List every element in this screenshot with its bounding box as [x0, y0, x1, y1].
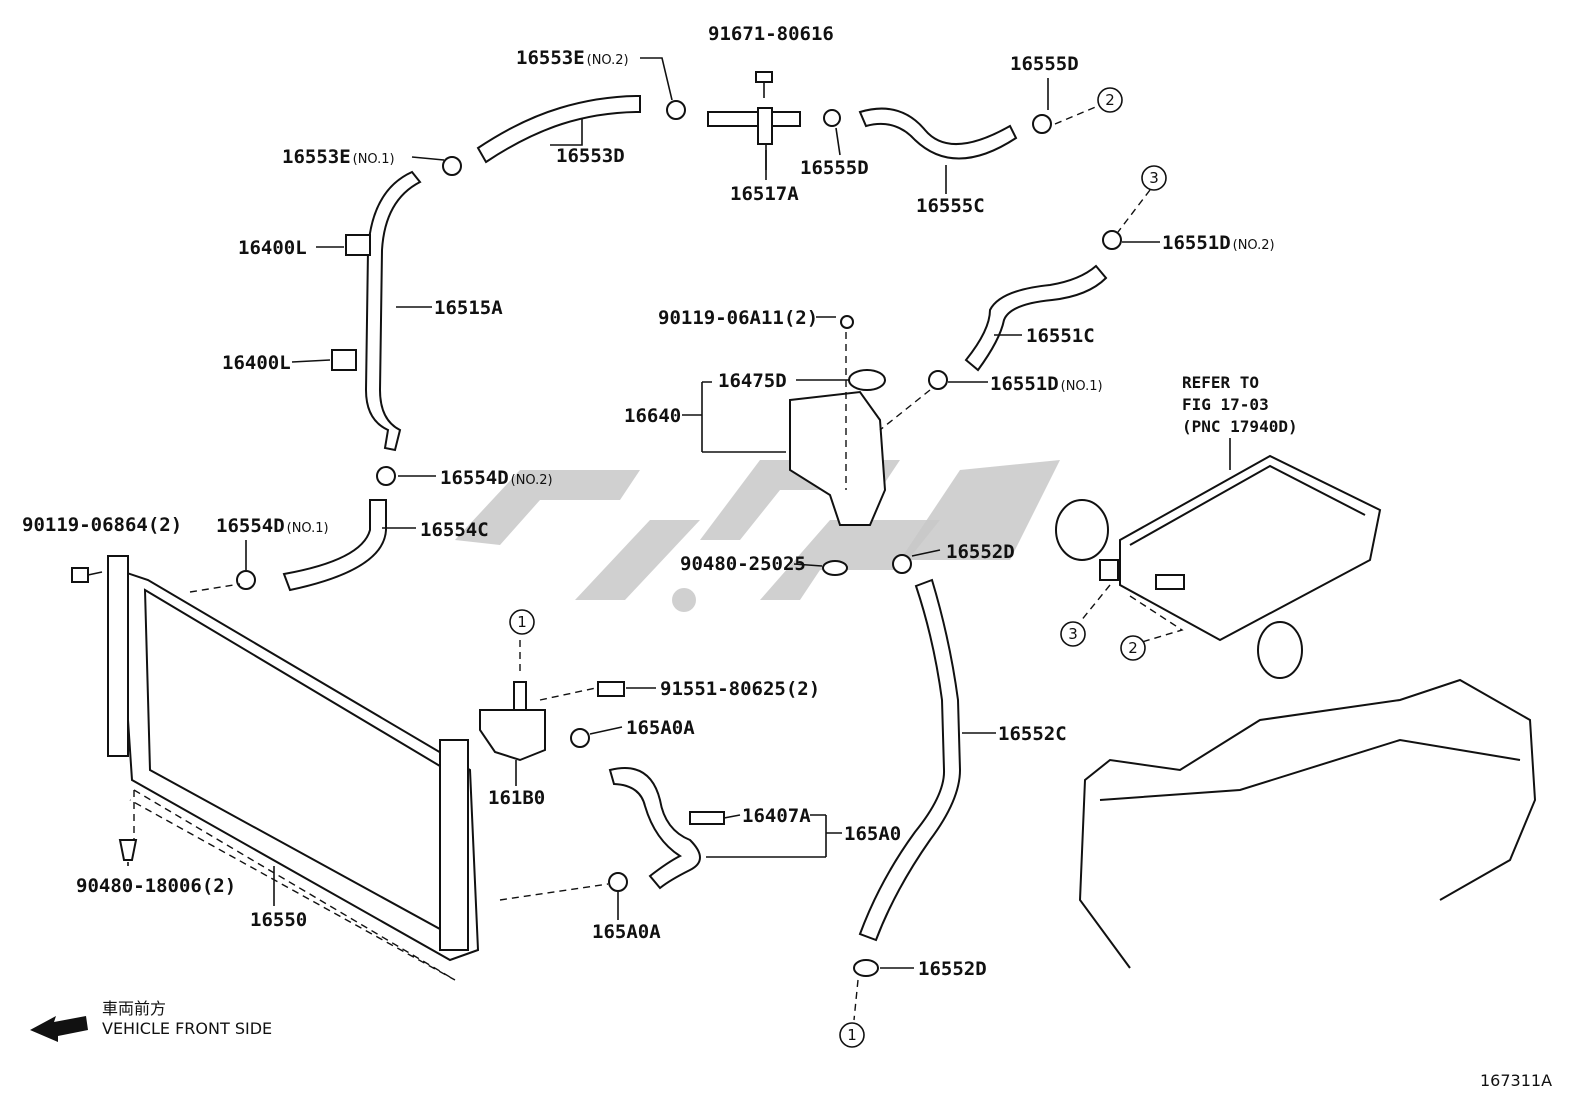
clamp-16555D-mid: [823, 109, 841, 127]
part-labels: 16553E(NO.2) 91671-80616 16555D 16553E(N…: [22, 23, 1275, 980]
label-16515A: 16515A: [434, 297, 503, 319]
svg-text:1: 1: [847, 1026, 857, 1044]
hose-165A0: [608, 767, 701, 890]
reservoir-tank-16640: [789, 315, 887, 526]
svg-text:1: 1: [517, 613, 527, 631]
plug-90480-25025: [822, 560, 848, 576]
label-16553E-no2: 16553E(NO.2): [516, 47, 629, 69]
pump-161B0: [479, 681, 546, 762]
clamp-16553E-no2: [666, 100, 686, 120]
reference-note: REFER TO FIG 17-03 (PNC 17940D): [1182, 373, 1298, 436]
clamp-165A0A-top: [570, 728, 590, 748]
marker-1-top: 1: [509, 609, 535, 635]
label-161B0: 161B0: [488, 787, 545, 809]
label-90119-06A11: 90119-06A11(2): [658, 307, 818, 329]
clamp-16551D-no2: [1102, 230, 1122, 250]
clamp-16555D-top: [1032, 114, 1052, 134]
marker-1-bot: 1: [839, 1022, 865, 1048]
label-90480-25025: 90480-25025: [680, 553, 806, 575]
label-16553E-no1: 16553E(NO.1): [282, 146, 395, 168]
reference-line-1: REFER TO: [1182, 373, 1259, 392]
label-16554C: 16554C: [420, 519, 489, 541]
dashed-connections: [129, 105, 1184, 1021]
label-16555D-top: 16555D: [1010, 53, 1079, 75]
legend-english: VEHICLE FRONT SIDE: [102, 1019, 272, 1038]
label-165A0A-bot: 165A0A: [592, 921, 661, 943]
plug-90480-18006: [118, 839, 138, 861]
label-91671-80616: 91671-80616: [708, 23, 834, 45]
clamp-16553E-no1: [442, 156, 462, 176]
legend-japanese: 車両前方: [102, 999, 166, 1018]
label-16552C: 16552C: [998, 723, 1067, 745]
clip-16400L-bot: [331, 349, 357, 371]
marker-2-top: 2: [1097, 87, 1123, 113]
clamp-16554D-no2: [376, 466, 396, 486]
hose-16555C: [858, 107, 1018, 160]
label-16517A: 16517A: [730, 183, 799, 205]
pipe-16517A: [707, 107, 801, 170]
marker-3-top: 3: [1141, 165, 1167, 191]
svg-text:2: 2: [1105, 91, 1115, 109]
reference-line-3: (PNC 17940D): [1182, 417, 1298, 436]
hose-16551C: [964, 264, 1108, 372]
reference-line-2: FIG 17-03: [1182, 395, 1269, 414]
label-16400L-bot: 16400L: [222, 352, 291, 374]
label-16555C: 16555C: [916, 195, 985, 217]
label-16554D-no1: 16554D(NO.1): [216, 515, 329, 537]
label-165A0A-top: 165A0A: [626, 717, 695, 739]
hose-16515A: [364, 170, 422, 452]
svg-text:2: 2: [1128, 639, 1138, 657]
label-16551D-no2: 16551D(NO.2): [1162, 232, 1275, 254]
clamp-16552D-bot: [853, 959, 879, 977]
label-16551C: 16551C: [1026, 325, 1095, 347]
label-90480-18006: 90480-18006(2): [76, 875, 236, 897]
label-16550: 16550: [250, 909, 307, 931]
bolt-90119-06864: [71, 567, 103, 583]
label-91551-80625: 91551-80625(2): [660, 678, 820, 700]
clamp-16554D-no1: [236, 570, 256, 590]
label-16555D-mid: 16555D: [800, 157, 869, 179]
radiator-16550: [107, 555, 480, 962]
label-16551D-no1: 16551D(NO.1): [990, 373, 1103, 395]
label-16640: 16640: [624, 405, 681, 427]
hose-16554C: [282, 499, 387, 592]
leader-lines: [127, 57, 1231, 969]
label-16552D-top: 16552D: [946, 541, 1015, 563]
intercooler-assembly: [1055, 454, 1382, 679]
hose-16552C: [858, 578, 962, 942]
label-16554D-no2: 16554D(NO.2): [440, 467, 553, 489]
marker-2-bot: 2: [1120, 635, 1146, 661]
label-90119-06864: 90119-06864(2): [22, 514, 182, 536]
figure-id: 167311A: [1480, 1071, 1552, 1090]
label-16475D: 16475D: [718, 370, 787, 392]
bolt-91551-80625: [597, 681, 625, 697]
engine-outline: [1078, 678, 1537, 969]
hose-16553D: [476, 94, 641, 164]
label-16407A: 16407A: [742, 805, 811, 827]
vehicle-front-legend: 車両前方 VEHICLE FRONT SIDE: [30, 999, 272, 1042]
svg-text:3: 3: [1149, 169, 1159, 187]
sensor-16407A: [689, 811, 725, 825]
clip-16400L-top: [345, 234, 371, 256]
bolt-91671-80616: [755, 71, 773, 98]
clamp-16551D-no1: [928, 370, 948, 390]
label-16400L-top: 16400L: [238, 237, 307, 259]
marker-3-bot: 3: [1060, 621, 1086, 647]
clamp-16552D-top: [892, 554, 912, 574]
label-165A0: 165A0: [844, 823, 901, 845]
label-16552D-bot: 16552D: [918, 958, 987, 980]
label-16553D: 16553D: [556, 145, 625, 167]
front-arrow-icon: [30, 1016, 88, 1042]
clamp-165A0A-bot: [608, 872, 628, 892]
svg-text:3: 3: [1068, 625, 1078, 643]
